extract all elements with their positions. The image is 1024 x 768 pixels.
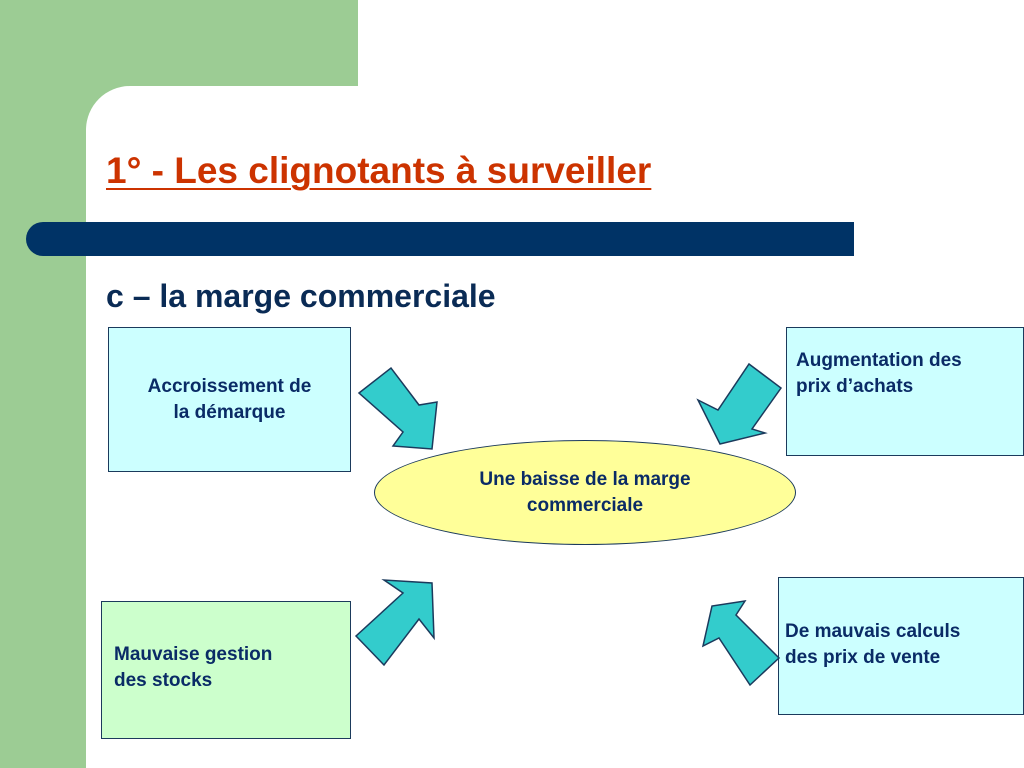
cause-box-prix-vente: De mauvais calculs des prix de vente xyxy=(778,577,1024,715)
cause-box-prix-achats: Augmentation des prix d’achats xyxy=(786,327,1024,456)
cause-box-line: Mauvaise gestion xyxy=(114,644,273,665)
arrow-top-right-icon xyxy=(696,362,783,445)
center-ellipse: Une baisse de la marge commerciale xyxy=(374,440,796,545)
cause-box-line: Augmentation des xyxy=(796,350,962,371)
cause-box-line: la démarque xyxy=(173,401,286,423)
cause-box-demarque: Accroissement de la démarque xyxy=(108,327,351,472)
cause-box-line: De mauvais calculs xyxy=(785,621,961,642)
cause-box-line: Accroissement de xyxy=(147,375,312,397)
center-line: Une baisse de la marge xyxy=(479,468,691,490)
background-left-strip xyxy=(0,86,86,768)
center-line: commerciale xyxy=(526,494,644,516)
arrow-bottom-left-icon xyxy=(354,579,435,667)
arrow-top-left-icon xyxy=(357,366,438,450)
cause-box-gestion-stocks: Mauvaise gestion des stocks xyxy=(101,601,351,739)
slide-subtitle: c – la marge commerciale xyxy=(106,278,496,314)
cause-box-line: prix d’achats xyxy=(796,375,914,397)
title-divider-bar xyxy=(26,222,854,256)
slide-title: 1° - Les clignotants à surveiller xyxy=(106,150,652,191)
arrow-bottom-right-icon xyxy=(701,600,781,687)
cause-box-line: des prix de vente xyxy=(785,646,941,668)
cause-box-line: des stocks xyxy=(114,669,213,691)
